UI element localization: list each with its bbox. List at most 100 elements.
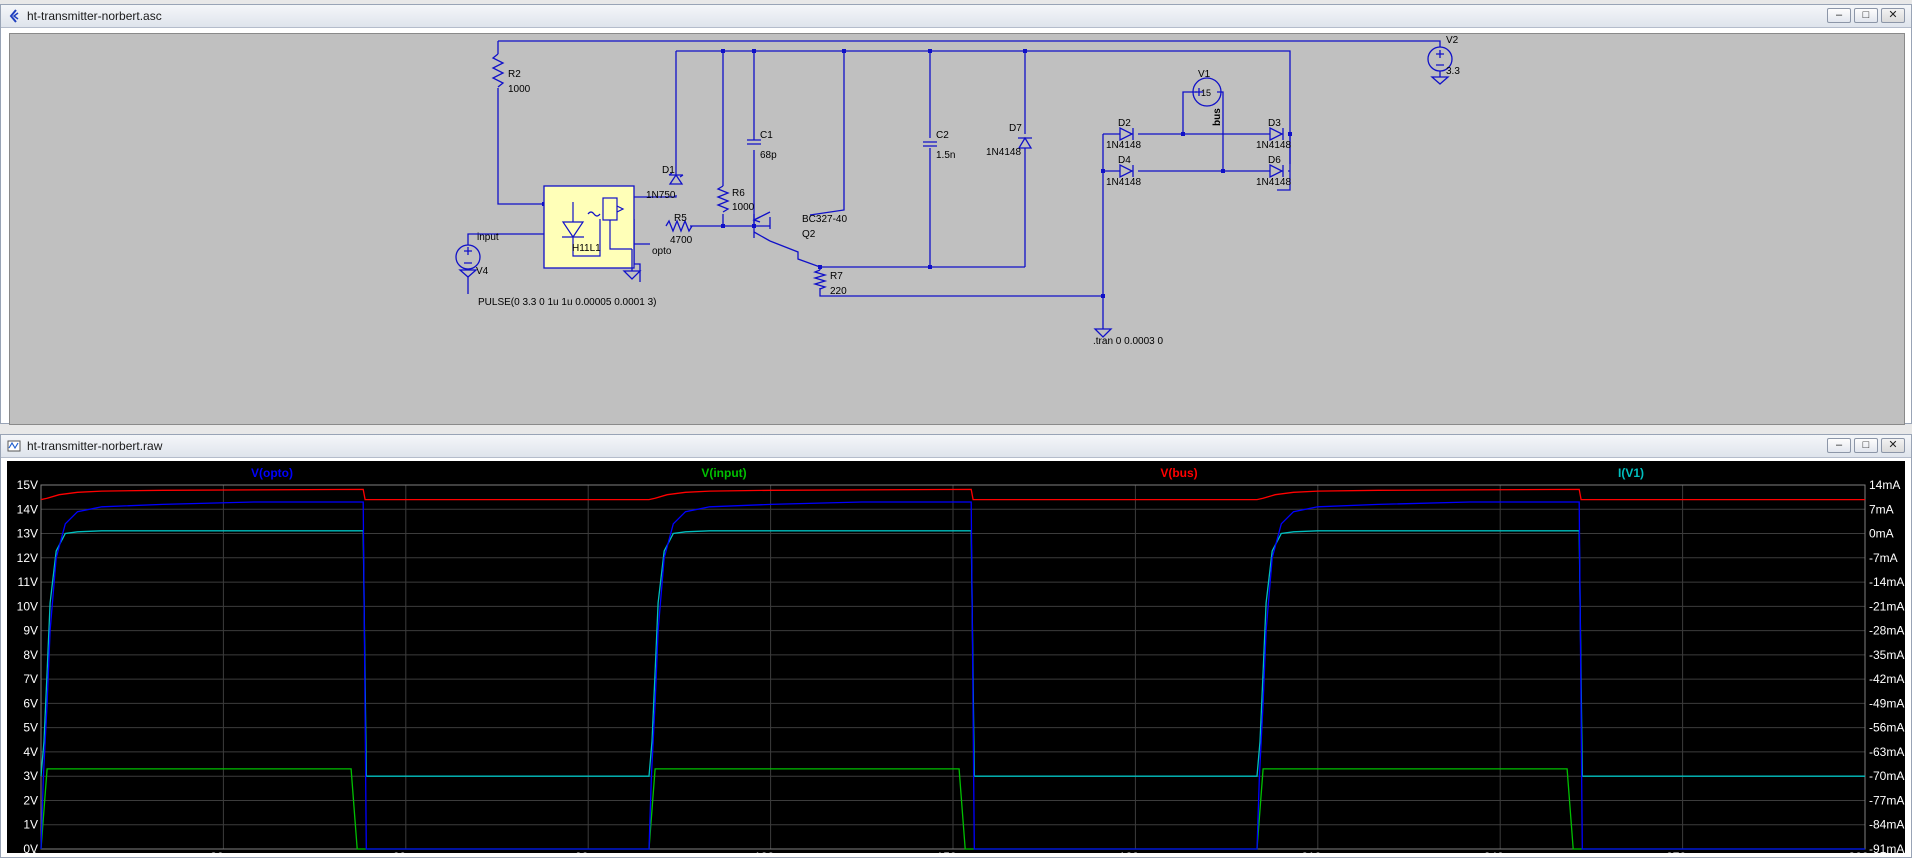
c2-value: 1.5n: [936, 150, 955, 161]
close-button[interactable]: ✕: [1881, 8, 1905, 23]
maximize-icon: □: [1862, 439, 1870, 451]
source-symbols: [455, 46, 1453, 278]
schematic-svg: R2 1000 R6 1000 R5 4700 R7 220 C1 68p C2…: [455, 35, 1460, 347]
schematic-titlebar[interactable]: ht-transmitter-norbert.asc – □ ✕: [1, 5, 1911, 28]
d3-symbol: [1269, 126, 1284, 142]
net-label-opto: opto: [652, 246, 672, 257]
plot-titlebar[interactable]: ht-transmitter-norbert.raw – □ ✕: [1, 435, 1911, 458]
d7-symbol: [1017, 136, 1033, 149]
opto-name: H11L1: [572, 243, 601, 254]
close-icon: ✕: [1888, 439, 1898, 451]
y-right-tick-label: -7mA: [1869, 551, 1898, 565]
close-button[interactable]: ✕: [1881, 438, 1905, 453]
x-tick-label: 120µs: [754, 850, 787, 853]
close-icon: ✕: [1888, 9, 1898, 21]
series-line: [40, 501, 1865, 850]
plot-window: ht-transmitter-norbert.raw – □ ✕ 0µs30µs…: [0, 434, 1912, 858]
v2-symbol: [1427, 46, 1453, 85]
maximize-button[interactable]: □: [1854, 8, 1878, 23]
c1-name: C1: [760, 130, 773, 141]
plot-frame: [40, 484, 1866, 850]
series-line: [40, 768, 1865, 850]
y-right-tick-label: -77mA: [1869, 793, 1904, 807]
r6-value: 1000: [732, 202, 755, 213]
maximize-icon: □: [1862, 9, 1870, 21]
x-tick-label: 60µs: [393, 850, 419, 853]
d4-symbol: [1119, 163, 1134, 179]
v4-symbol: [455, 244, 481, 278]
r5-name: R5: [674, 213, 687, 224]
net-label-input: input: [477, 232, 499, 243]
schematic-window-buttons: – □ ✕: [1827, 8, 1905, 23]
y-right-tick-label: 0mA: [1869, 527, 1894, 541]
y-right-tick-label: -63mA: [1869, 745, 1904, 759]
legend-entry: V(opto): [251, 466, 293, 480]
d6-symbol: [1269, 163, 1284, 179]
c1-symbol: [747, 139, 761, 145]
r2-symbol: [491, 53, 505, 88]
plot-svg[interactable]: 0µs30µs60µs90µs120µs150µs180µs210µs240µs…: [7, 461, 1905, 858]
d6-name: D6: [1268, 155, 1281, 166]
y-right-tick-label: -84mA: [1869, 818, 1904, 832]
y-right-tick-label: -49mA: [1869, 696, 1904, 710]
r5-symbol: [665, 219, 693, 233]
series-line: [40, 488, 1865, 501]
y-right-tick-label: -91mA: [1869, 842, 1904, 853]
d2-symbol: [1119, 126, 1134, 142]
x-tick-label: 180µs: [1119, 850, 1152, 853]
x-tick-label: 270µs: [1666, 850, 1699, 853]
minimize-icon: –: [1835, 9, 1843, 21]
schematic-title: ht-transmitter-norbert.asc: [27, 9, 162, 23]
y-left-tick-label: 0V: [23, 842, 38, 853]
x-tick-label: 240µs: [1484, 850, 1517, 853]
d4-value: 1N4148: [1106, 177, 1141, 188]
y-left-tick-label: 8V: [23, 648, 38, 662]
waveform-app-icon: [7, 440, 21, 452]
y-right-tick-label: -42mA: [1869, 672, 1904, 686]
y-left-tick-label: 1V: [23, 818, 38, 832]
maximize-button[interactable]: □: [1854, 438, 1878, 453]
q2-symbol: [752, 211, 771, 242]
r7-value: 220: [830, 286, 847, 297]
y-left-tick-label: 10V: [17, 599, 38, 613]
y-left-tick-label: 2V: [23, 793, 38, 807]
d6-value: 1N4148: [1256, 177, 1291, 188]
legend-entry: I(V1): [1618, 466, 1644, 480]
y-right-tick-label: -35mA: [1869, 648, 1904, 662]
net-label-bus: bus: [1212, 108, 1223, 126]
x-tick-label: 90µs: [575, 850, 601, 853]
r7-name: R7: [830, 271, 843, 282]
c2-name: C2: [936, 130, 949, 141]
r6-name: R6: [732, 188, 745, 199]
d4-name: D4: [1118, 155, 1131, 166]
v1-symbol: [1192, 77, 1222, 107]
y-right-tick-label: -28mA: [1869, 624, 1904, 638]
plot-area[interactable]: 0µs30µs60µs90µs120µs150µs180µs210µs240µs…: [7, 461, 1905, 858]
q2-name: Q2: [802, 229, 816, 240]
x-tick-label: 210µs: [1301, 850, 1334, 853]
d7-name: D7: [1009, 123, 1022, 134]
d3-name: D3: [1268, 118, 1281, 129]
y-left-tick-label: 13V: [17, 527, 38, 541]
r5-value: 4700: [670, 235, 693, 246]
q2-value: BC327-40: [802, 214, 847, 225]
y-left-tick-label: 14V: [17, 502, 38, 516]
v2-name: V2: [1446, 35, 1459, 46]
y-left-tick-label: 7V: [23, 672, 38, 686]
schematic-app-icon: [9, 9, 19, 23]
component-labels: R2 1000 R6 1000 R5 4700 R7 220 C1 68p C2…: [476, 35, 1460, 347]
minimize-button[interactable]: –: [1827, 8, 1851, 23]
schematic-canvas[interactable]: R2 1000 R6 1000 R5 4700 R7 220 C1 68p C2…: [9, 33, 1905, 425]
schematic-window: ht-transmitter-norbert.asc – □ ✕: [0, 4, 1912, 425]
d2-name: D2: [1118, 118, 1131, 129]
d1-name: D1: [662, 165, 675, 176]
plot-title: ht-transmitter-norbert.raw: [27, 439, 163, 453]
x-tick-label: 150µs: [937, 850, 970, 853]
y-left-tick-label: 3V: [23, 769, 38, 783]
r2-value: 1000: [508, 84, 531, 95]
ground-symbols: [622, 249, 1113, 338]
resistor-symbols: [491, 53, 828, 290]
y-right-tick-label: 14mA: [1869, 478, 1900, 492]
minimize-button[interactable]: –: [1827, 438, 1851, 453]
x-tick-label: 30µs: [210, 850, 236, 853]
